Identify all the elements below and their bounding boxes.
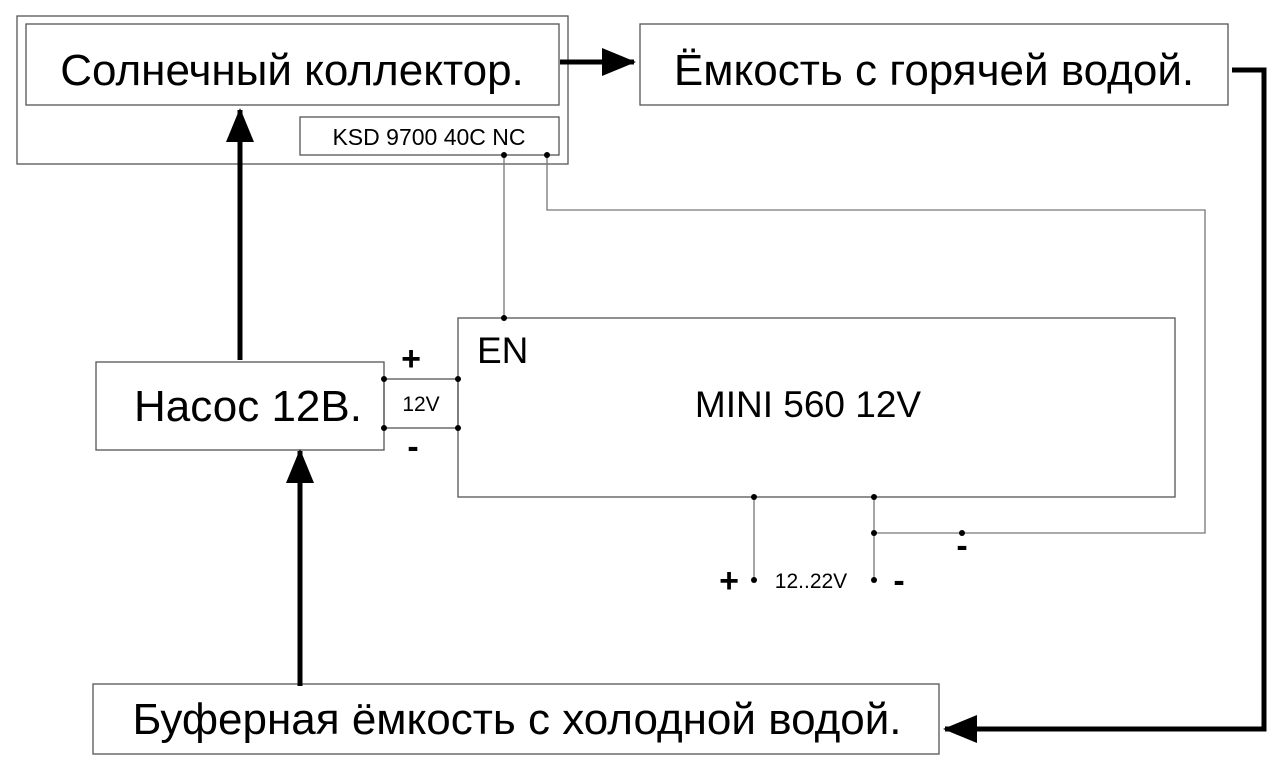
pump-minus-dot-right (455, 425, 461, 431)
hot-tank-label: Ёмкость с горячей водой. (674, 46, 1194, 95)
pump-minus-dot-left (381, 425, 387, 431)
en-terminal-dot (501, 315, 507, 321)
converter-name-label: MINI 560 12V (695, 384, 922, 425)
ground-dot (959, 530, 965, 536)
flow-hot-tank-to-buffer (943, 67, 1267, 743)
input-plus-junction (751, 494, 757, 500)
input-plus-sign: + (719, 562, 739, 600)
pump-power-box (383, 378, 459, 429)
converter-en-label: EN (477, 330, 528, 371)
solar-collector-frame (16, 15, 569, 165)
solar-collector-box (25, 23, 560, 106)
thermostat-terminal-right (544, 152, 550, 158)
pump-minus-sign: - (407, 428, 418, 466)
pump-plus-dot-right (455, 376, 461, 382)
input-minus-sign: - (893, 562, 904, 600)
pump-plus-sign: + (401, 340, 421, 378)
buffer-tank-label: Буферная ёмкость с холодной водой. (132, 695, 901, 744)
input-minus-branch-dot (871, 530, 877, 536)
thermostat-to-ground-wire (546, 155, 1206, 534)
input-minus-terminal (871, 577, 877, 583)
thermostat-terminal-left (501, 152, 507, 158)
pump-label: Насос 12В. (134, 382, 362, 431)
ground-minus-sign: - (956, 527, 967, 565)
pump-voltage-label: 12V (402, 393, 439, 416)
solar-collector-label: Солнечный коллектор. (60, 46, 524, 95)
thermostat-label: KSD 9700 40C NC (332, 124, 525, 150)
pump-plus-dot-left (381, 376, 387, 382)
hot-tank-box (639, 23, 1229, 106)
input-minus-junction (871, 494, 877, 500)
buffer-tank-box (92, 683, 940, 755)
input-plus-terminal (751, 577, 757, 583)
thermostat-box (299, 116, 560, 156)
input-voltage-label: 12..22V (775, 570, 847, 593)
